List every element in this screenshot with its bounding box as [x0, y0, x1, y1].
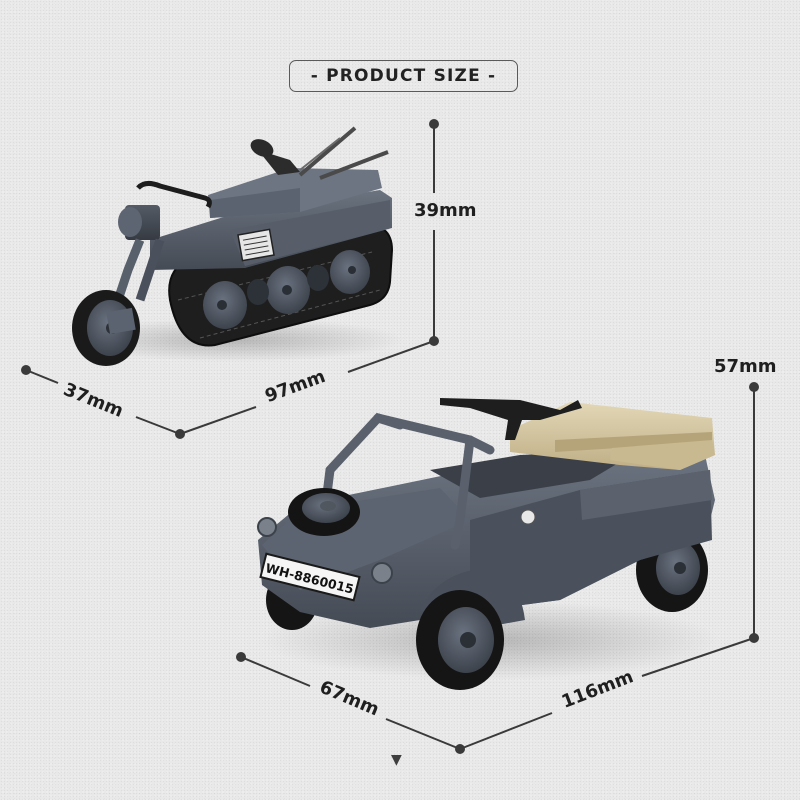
title-text: - PRODUCT SIZE -	[310, 66, 497, 86]
car-height-value: 57mm	[714, 356, 777, 377]
dimension-dots	[21, 119, 759, 754]
down-triangle-icon: ▼	[391, 752, 402, 768]
kubelwagen-image: WH-8860015	[257, 398, 720, 690]
motorcycle-height-value: 39mm	[414, 200, 477, 221]
car-height-label: 57mm	[714, 356, 777, 377]
dimension-lines	[25, 124, 755, 750]
product-size-title: - PRODUCT SIZE -	[289, 60, 518, 92]
tracked-motorcycle-image	[65, 126, 405, 366]
motorcycle-height-label: 39mm	[414, 200, 477, 221]
